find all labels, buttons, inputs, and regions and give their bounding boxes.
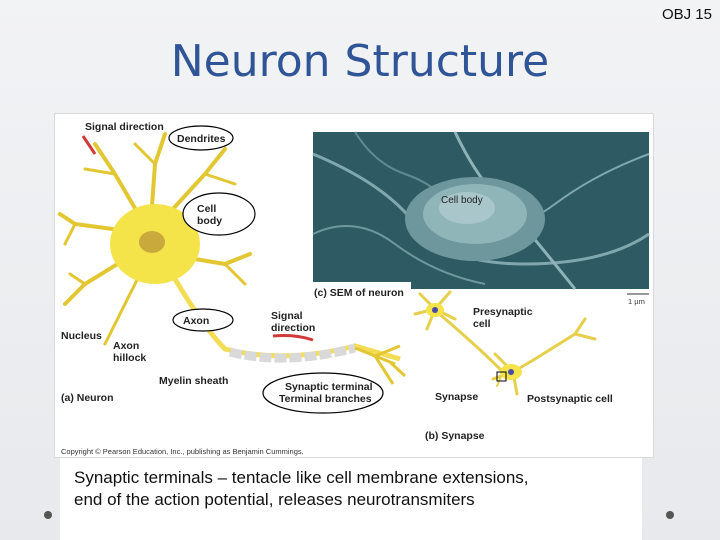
caption-line-2: end of the action potential, releases ne…	[74, 490, 475, 509]
nucleus-shape	[139, 231, 165, 253]
synapse-label: Synapse	[435, 391, 478, 403]
myelin-sheath-label: Myelin sheath	[159, 375, 228, 387]
neuron-figure: Cell body (c) SEM of neuron 1 µm	[54, 113, 654, 458]
decorative-dot-left	[44, 511, 52, 519]
caption-line-1: Synaptic terminals – tentacle like cell …	[74, 468, 529, 487]
synaptic-terminal-label: Synaptic terminal	[285, 381, 373, 393]
presynaptic-label-line2: cell	[473, 318, 491, 330]
axon-hillock-label-line2: hillock	[113, 352, 146, 364]
signal-arrow-1	[81, 135, 97, 155]
presynaptic-label-line1: Presynaptic	[473, 306, 533, 318]
signal-direction-label: Signal direction	[85, 121, 164, 133]
neuron-diagram: Cell body (c) SEM of neuron 1 µm	[58, 121, 650, 456]
objective-label: OBJ 15	[661, 6, 712, 23]
synapse-caption: (b) Synapse	[425, 430, 485, 442]
caption-box: Synaptic terminals – tentacle like cell …	[60, 458, 642, 540]
signal-arrow-2	[272, 334, 314, 342]
signal-direction-2-line1: Signal	[271, 310, 303, 322]
sem-caption: (c) SEM of neuron	[314, 287, 404, 299]
nucleus-label: Nucleus	[61, 330, 102, 342]
signal-direction-2-line2: direction	[271, 322, 315, 334]
decorative-dot-right	[666, 511, 674, 519]
sem-cell-body-label: Cell body	[441, 195, 483, 206]
copyright-text: Copyright © Pearson Education, Inc., pub…	[61, 447, 304, 456]
dendrites-label: Dendrites	[177, 133, 226, 145]
neuron-caption: (a) Neuron	[61, 392, 114, 404]
slide-title: Neuron Structure	[170, 36, 550, 87]
cell-body-label-line2: body	[197, 215, 222, 227]
cell-body-label-line1: Cell	[197, 203, 216, 215]
myelin-shape	[228, 343, 357, 363]
terminal-branches-label: Terminal branches	[279, 393, 372, 405]
sem-micrograph: Cell body	[312, 131, 650, 299]
axon-label: Axon	[183, 315, 209, 327]
postsynaptic-label: Postsynaptic cell	[527, 393, 613, 405]
scale-bar-label: 1 µm	[628, 297, 645, 306]
axon-hillock-label-line1: Axon	[113, 340, 139, 352]
